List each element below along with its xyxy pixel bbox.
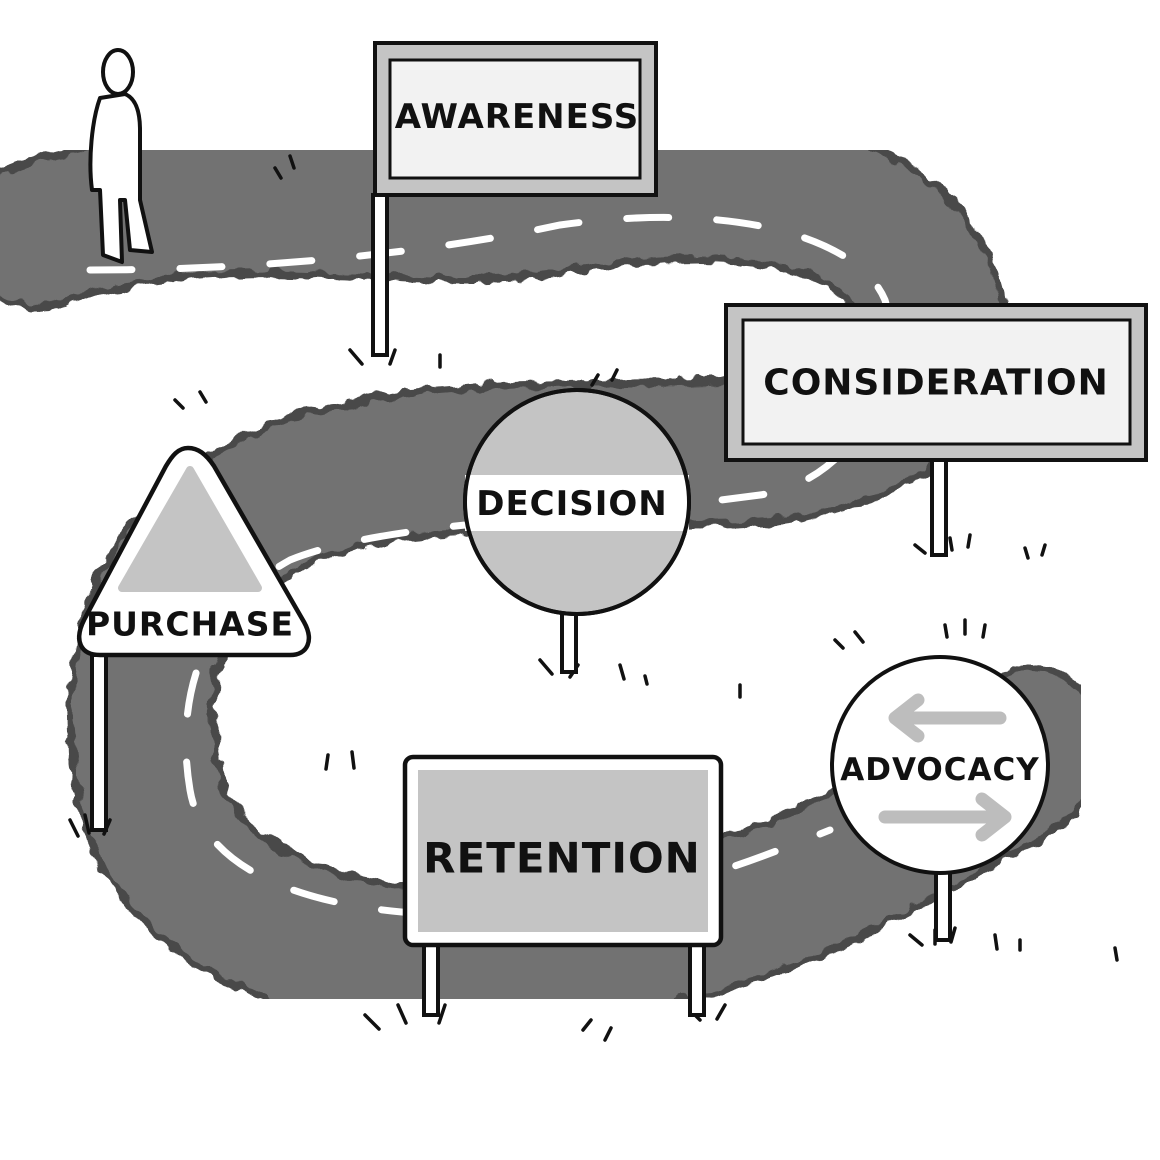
consideration-sign: CONSIDERATION: [724, 303, 1148, 557]
purchase-sign: PURCHASE: [77, 445, 311, 832]
retention-sign: RETENTION: [402, 754, 724, 1017]
person-icon: [88, 48, 154, 264]
consideration-label: CONSIDERATION: [763, 363, 1108, 404]
advocacy-label: ADVOCACY: [840, 752, 1039, 788]
purchase-label: PURCHASE: [86, 605, 294, 644]
decision-label: DECISION: [476, 484, 668, 524]
awareness-sign: AWARENESS: [371, 41, 658, 357]
grass-tufts: [68, 154, 1119, 1042]
exchange-arrows-icon: [878, 693, 1012, 842]
retention-label: RETENTION: [423, 834, 701, 883]
advocacy-sign: ADVOCACY: [830, 655, 1050, 942]
decision-sign: DECISION: [463, 388, 691, 674]
awareness-label: AWARENESS: [395, 97, 640, 137]
